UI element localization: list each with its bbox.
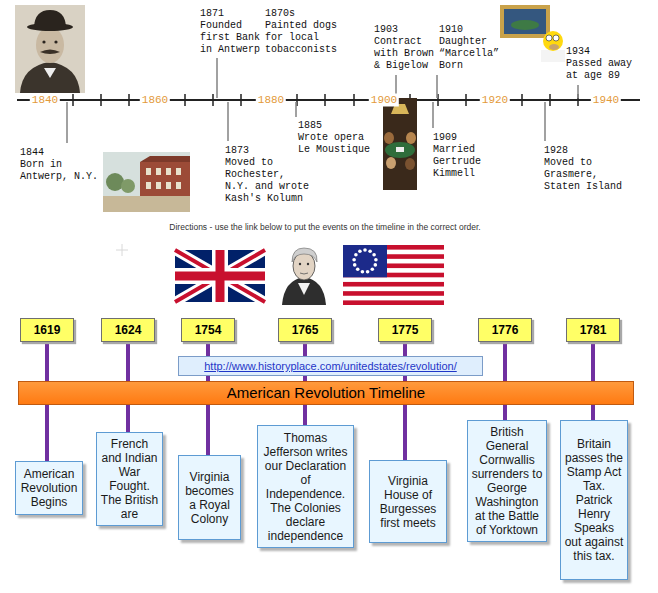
- event-box: American Revolution Begins: [15, 461, 83, 515]
- box-text: British General Cornwallis surrenders to…: [471, 425, 543, 537]
- box-text: Thomas Jefferson writes our Declaration …: [261, 431, 350, 543]
- box-text: Britain passes the Stamp Act Tax. Patric…: [564, 437, 624, 563]
- text-stack: French and Indian War Fought. The Britis…: [100, 437, 159, 521]
- postcard-photo: [103, 152, 190, 212]
- box-text: 1624: [104, 323, 152, 337]
- union-flag: [175, 250, 265, 302]
- axis-year: 1940: [591, 94, 621, 107]
- link-box: http://www.historyplace.com/unitedstates…: [178, 356, 483, 376]
- dogs-painting: [383, 98, 417, 190]
- axis-year: 1840: [30, 94, 60, 107]
- event-year: 1871: [200, 8, 262, 20]
- leader-lines: [67, 58, 578, 143]
- event-note: 1844Born in Antwerp, N.Y.: [20, 147, 100, 183]
- event-note: 1903Contract with Brown & Bigelow: [374, 24, 436, 72]
- event-note: 1909Married Gertrude Kimmell: [433, 132, 483, 180]
- box-text: Virginia becomes a Royal Colony: [182, 470, 237, 526]
- event-year: 1910: [439, 24, 501, 36]
- portrait-photo: [15, 5, 85, 93]
- event-text: Daughter “Marcella” Born: [439, 36, 501, 72]
- box-text: American Revolution Timeline: [23, 384, 629, 402]
- plus-mark: [116, 244, 128, 256]
- year-box: 1754: [181, 318, 235, 342]
- text-stack: http://www.historyplace.com/unitedstates…: [183, 359, 478, 373]
- text-stack: 1775: [381, 323, 429, 337]
- box-text: 1775: [381, 323, 429, 337]
- box-text: 1776: [481, 323, 529, 337]
- event-note: 1885Wrote opera Le Moustique: [298, 120, 372, 156]
- text-stack: 1776: [481, 323, 529, 337]
- text-stack: 1619: [23, 323, 71, 337]
- event-box: British General Cornwallis surrenders to…: [467, 420, 547, 542]
- text-stack: Virginia becomes a Royal Colony: [182, 470, 237, 526]
- event-text: Born in Antwerp, N.Y.: [20, 159, 100, 183]
- text-stack: Britain passes the Stamp Act Tax. Patric…: [564, 437, 624, 563]
- axis-year: 1860: [140, 94, 170, 107]
- text-stack: British General Cornwallis surrenders to…: [471, 425, 543, 537]
- event-note: 1910Daughter “Marcella” Born: [439, 24, 501, 72]
- event-year: 1885: [298, 120, 372, 132]
- text-stack: 1754: [184, 323, 232, 337]
- year-box: 1624: [101, 318, 155, 342]
- axis-year: 1920: [480, 94, 510, 107]
- axis-year: 1900: [369, 94, 399, 107]
- text-stack: 1765: [281, 323, 329, 337]
- box-text: 1619: [23, 323, 71, 337]
- box-text: 1754: [184, 323, 232, 337]
- directions-note: Directions - use the link below to put t…: [169, 222, 480, 233]
- event-note: 1870sPainted dogs for local tobacconists: [265, 8, 339, 56]
- timeline-bar: American Revolution Timeline: [18, 381, 634, 405]
- event-note: 1934Passed away at age 89: [566, 46, 634, 82]
- box-text: American Revolution Begins: [19, 467, 79, 509]
- axis-ticks: [45, 94, 606, 106]
- year-box: 1781: [566, 318, 620, 342]
- event-box: French and Indian War Fought. The Britis…: [96, 432, 163, 526]
- event-note: 1928Moved to Grasmere, Staten Island: [544, 145, 624, 193]
- axis-line: [17, 99, 640, 101]
- event-text: Contract with Brown & Bigelow: [374, 36, 436, 72]
- event-box: Virginia House of Burgesses first meets: [369, 460, 447, 543]
- event-text: Moved to Rochester, N.Y. and wrote Kash'…: [225, 157, 311, 205]
- event-box: Thomas Jefferson writes our Declaration …: [257, 425, 354, 548]
- year-box: 1619: [20, 318, 74, 342]
- cartoon-picture: [500, 5, 565, 62]
- event-text: Moved to Grasmere, Staten Island: [544, 157, 624, 193]
- text-stack: American Revolution Begins: [19, 467, 79, 509]
- text-stack: 1624: [104, 323, 152, 337]
- event-box: Britain passes the Stamp Act Tax. Patric…: [560, 420, 628, 580]
- event-text: Painted dogs for local tobacconists: [265, 20, 339, 56]
- box-text: http://www.historyplace.com/unitedstates…: [183, 359, 478, 373]
- box-text: Virginia House of Burgesses first meets: [373, 474, 443, 530]
- event-year: 1870s: [265, 8, 339, 20]
- washington-portrait: [278, 243, 330, 305]
- text-stack: Thomas Jefferson writes our Declaration …: [261, 431, 350, 543]
- event-note: 1871Founded first Bank in Antwerp: [200, 8, 262, 56]
- event-text: Founded first Bank in Antwerp: [200, 20, 262, 56]
- event-year: 1909: [433, 132, 483, 144]
- text-stack: American Revolution Timeline: [23, 384, 629, 402]
- event-year: 1928: [544, 145, 624, 157]
- event-year: 1934: [566, 46, 634, 58]
- event-box: Virginia becomes a Royal Colony: [178, 455, 241, 540]
- event-year: 1903: [374, 24, 436, 36]
- box-text: 1781: [569, 323, 617, 337]
- box-text: 1765: [281, 323, 329, 337]
- event-text: Passed away at age 89: [566, 58, 634, 82]
- event-text: Married Gertrude Kimmell: [433, 144, 483, 180]
- axis-year: 1880: [256, 94, 286, 107]
- year-box: 1765: [278, 318, 332, 342]
- year-box: 1775: [378, 318, 432, 342]
- event-text: Wrote opera Le Moustique: [298, 132, 372, 156]
- event-year: 1844: [20, 147, 100, 159]
- text-stack: Virginia House of Burgesses first meets: [373, 474, 443, 530]
- betsy-ross-flag: [343, 245, 444, 305]
- text-stack: 1781: [569, 323, 617, 337]
- year-box: 1776: [478, 318, 532, 342]
- box-text: French and Indian War Fought. The Britis…: [100, 437, 159, 521]
